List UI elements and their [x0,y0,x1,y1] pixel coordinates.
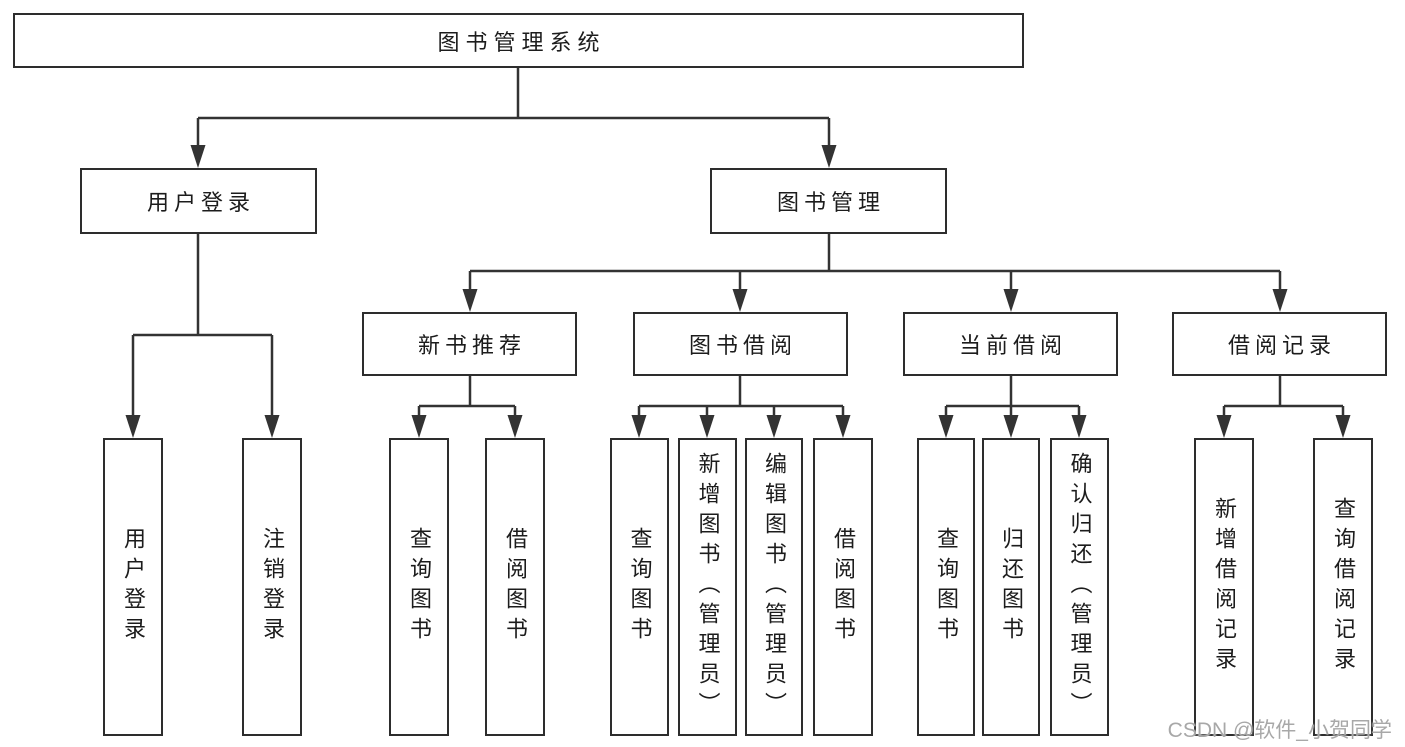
arrowhead [507,415,523,438]
leaf-query-book-recommend: 查询图书 [389,438,449,736]
node-label: 确认归还（管理员） [1067,452,1093,722]
leaf-confirm-return-admin: 确认归还（管理员） [1050,438,1109,736]
node-label: 用户登录 [146,190,255,215]
node-label: 查询图书 [934,527,959,647]
node-label: 查询图书 [627,527,653,647]
arrowhead [462,289,478,312]
arrowhead [631,415,647,438]
node-current-borrowing: 当前借阅 [903,312,1118,376]
node-label: 新增图书（管理员） [695,452,721,722]
node-label: 图书借阅 [688,333,797,358]
node-label: 新增借阅记录 [1212,497,1237,677]
leaf-borrow-book-borrowing: 借阅图书 [813,438,873,736]
arrowheads [125,145,1351,438]
leaf-query-borrow-record: 查询借阅记录 [1313,438,1373,736]
arrowhead [190,145,206,168]
arrowhead [1071,415,1087,438]
node-label: 归还图书 [999,527,1024,647]
node-label: 借阅记录 [1227,333,1336,358]
node-label: 编辑图书（管理员） [762,452,787,722]
arrowhead [1003,415,1019,438]
leaf-edit-book-admin: 编辑图书（管理员） [745,438,803,736]
leaf-return-book: 归还图书 [982,438,1040,736]
node-label: 查询借阅记录 [1331,497,1356,677]
node-user-login: 用户登录 [80,168,317,234]
node-new-book-recommend: 新书推荐 [362,312,577,376]
node-root: 图书管理系统 [13,13,1024,68]
node-label: 用户登录 [121,527,146,647]
node-label: 新书推荐 [417,333,526,358]
arrowhead [821,145,837,168]
leaf-add-borrow-record: 新增借阅记录 [1194,438,1254,736]
leaf-logout: 注销登录 [242,438,302,736]
leaf-add-book-admin: 新增图书（管理员） [678,438,737,736]
arrowhead [411,415,427,438]
arrowhead [264,415,280,438]
arrowhead [125,415,141,438]
arrowhead [1003,289,1019,312]
leaf-query-book-current: 查询图书 [917,438,975,736]
node-label: 当前借阅 [958,333,1067,358]
node-label: 查询图书 [407,527,432,647]
node-label: 图书管理 [776,190,885,215]
connector-path [131,68,1345,420]
node-borrowing-records: 借阅记录 [1172,312,1387,376]
node-book-borrowing: 图书借阅 [633,312,848,376]
arrowhead [699,415,715,438]
arrowhead [1335,415,1351,438]
node-label: 借阅图书 [503,527,528,647]
leaf-user-login: 用户登录 [103,438,163,736]
node-label: 图书管理系统 [437,29,606,55]
arrowhead [938,415,954,438]
leaf-query-book-borrowing: 查询图书 [610,438,669,736]
arrowhead [835,415,851,438]
watermark: CSDN @软件_小贺同学 [1167,719,1392,742]
leaf-borrow-book-recommend: 借阅图书 [485,438,545,736]
arrowhead [732,289,748,312]
node-book-management: 图书管理 [710,168,947,234]
node-label: 注销登录 [260,527,285,647]
arrowhead [766,415,782,438]
arrowhead [1216,415,1232,438]
arrowhead [1272,289,1288,312]
node-label: 借阅图书 [831,527,856,647]
